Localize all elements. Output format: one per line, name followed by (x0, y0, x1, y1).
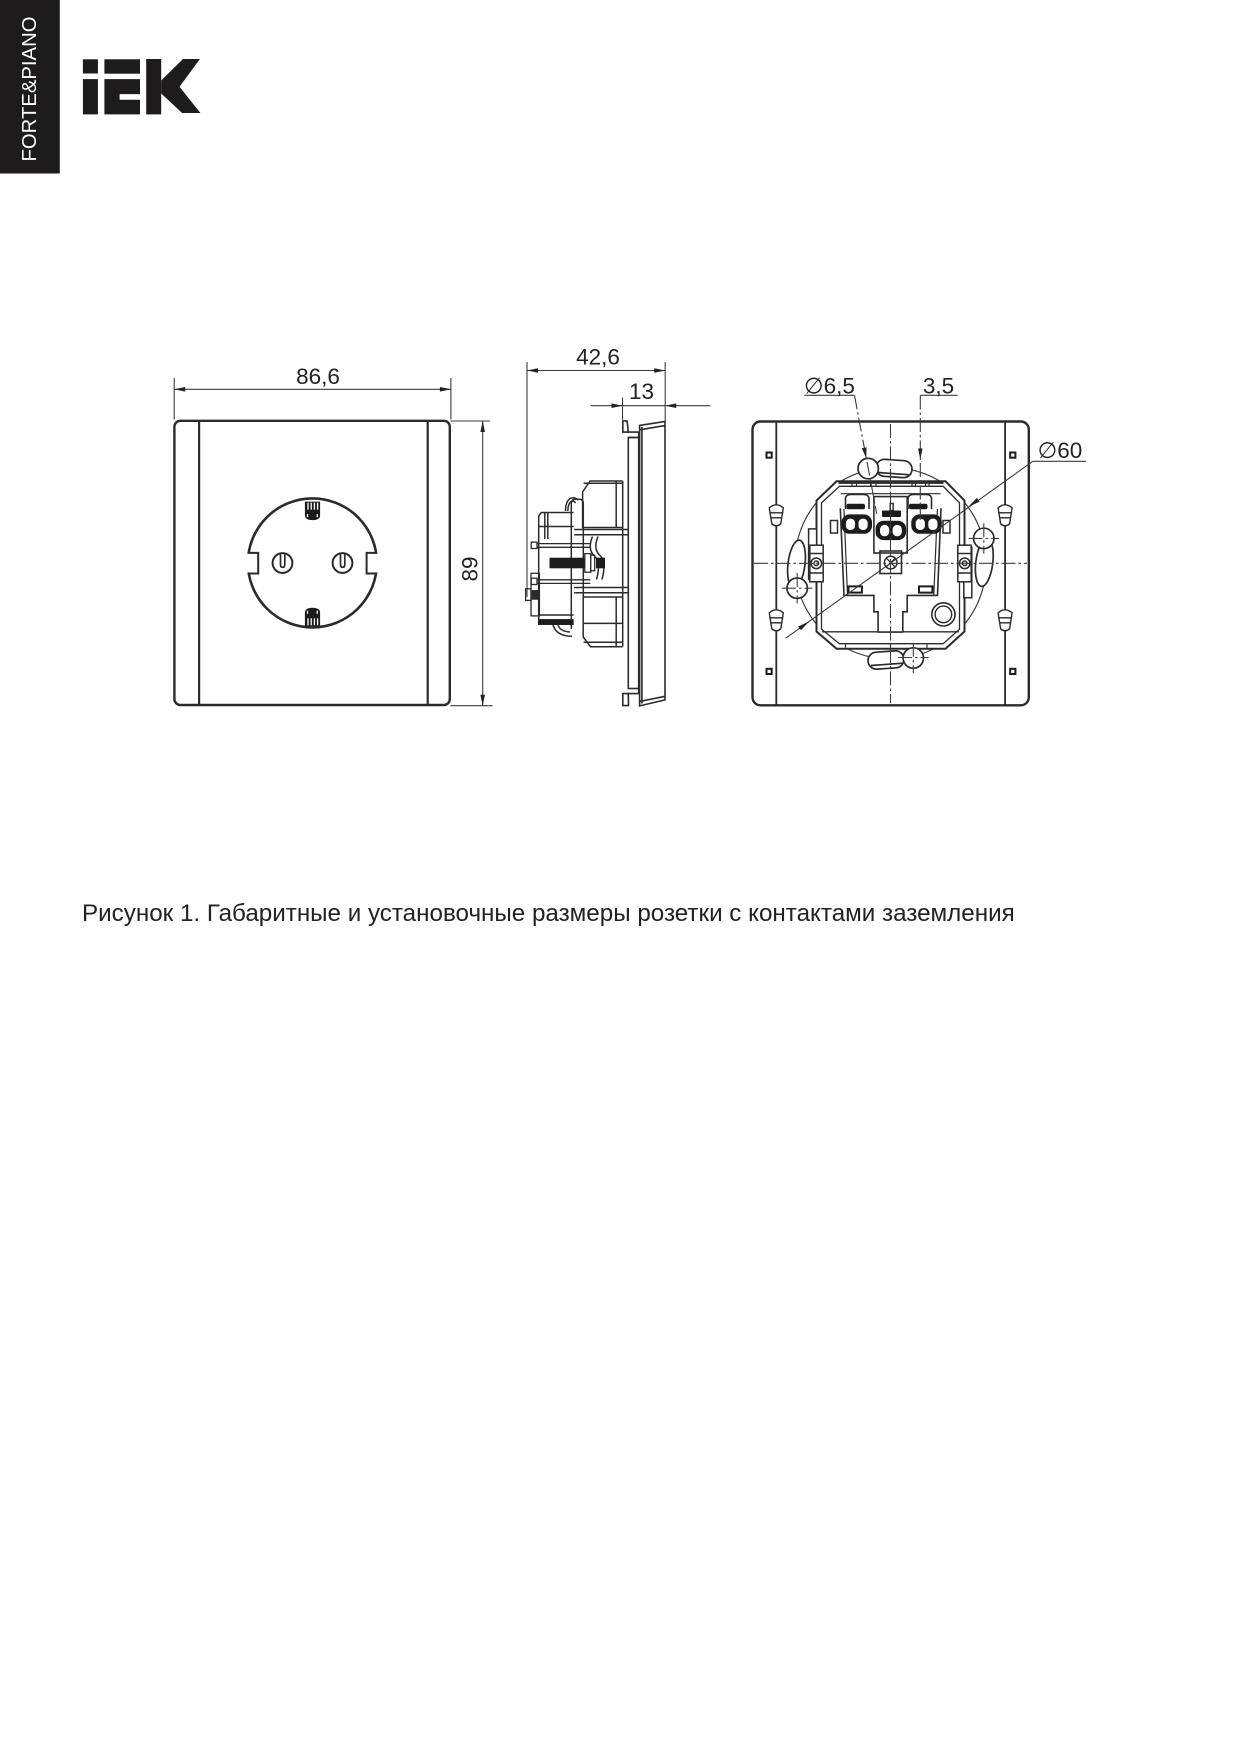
svg-text:13: 13 (629, 379, 654, 404)
svg-text:Рисунок 1. Габаритные и устано: Рисунок 1. Габаритные и установочные раз… (82, 900, 1015, 927)
svg-text:42,6: 42,6 (576, 345, 620, 370)
svg-text:3,5: 3,5 (923, 374, 954, 399)
svg-text:∅6,5: ∅6,5 (804, 374, 855, 399)
svg-text:86,6: 86,6 (296, 364, 340, 389)
svg-text:89: 89 (458, 556, 483, 581)
svg-text:FORTE&PIANO: FORTE&PIANO (19, 17, 41, 162)
svg-text:∅60: ∅60 (1038, 438, 1083, 463)
